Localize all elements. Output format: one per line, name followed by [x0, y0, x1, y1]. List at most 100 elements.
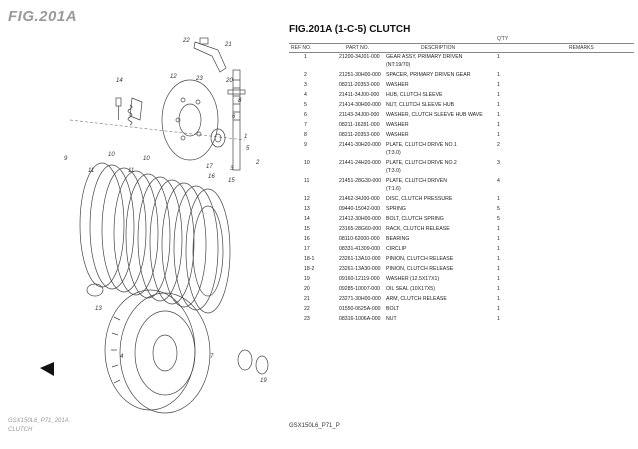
ref-cell: 3	[304, 82, 307, 88]
table-header: REF NO. PART NO. DESCRIPTION REMARKS	[289, 43, 634, 53]
callout-number: 7	[210, 354, 214, 360]
callout-number: 12	[170, 74, 177, 80]
qty-cell: 5	[497, 206, 500, 212]
description-cell: WASHER	[386, 82, 409, 88]
qty-cell: 1	[497, 236, 500, 242]
ref-cell: 17	[304, 246, 310, 252]
diagram-panel: FIG.201A	[0, 0, 285, 449]
callout-number: 6	[232, 114, 236, 120]
qty-cell: 1	[497, 276, 500, 282]
qty-cell: 1	[497, 296, 500, 302]
part-number-cell: 08110-62000-000	[339, 236, 380, 242]
callout-number: 5	[246, 146, 250, 152]
header-remarks: REMARKS	[569, 45, 594, 51]
qty-cell: 1	[497, 72, 500, 78]
qty-cell: 1	[497, 256, 500, 262]
part-number-cell: 09160-12119-000	[339, 276, 380, 282]
description-cell: HUB, CLUTCH SLEEVE	[386, 92, 443, 98]
part-number-cell: 21412-30H00-000	[339, 216, 381, 222]
description-cell: BOLT	[386, 306, 400, 312]
qty-header: Q'TY	[497, 36, 509, 42]
ref-cell: 21	[304, 296, 310, 302]
description-cell: NUT	[386, 316, 397, 322]
description-cell: PINION, CLUTCH RELEASE	[386, 266, 454, 272]
header-desc: DESCRIPTION	[421, 45, 456, 51]
description-cell: WASHER, CLUTCH SLEEVE HUB WAVE	[386, 112, 483, 118]
description-cell: PLATE, CLUTCH DRIVE NO.1	[386, 142, 457, 148]
description-note: (NT:19/70)	[386, 62, 411, 68]
part-number-cell: 23271-30H00-000	[339, 296, 381, 302]
part-number-cell: 09440-15042-000	[339, 206, 380, 212]
qty-cell: 1	[497, 286, 500, 292]
part-number-cell: 21200-34J01-000	[339, 54, 380, 60]
qty-cell: 2	[497, 142, 500, 148]
description-cell: WASHER	[386, 122, 409, 128]
ref-cell: 8	[304, 132, 307, 138]
ref-cell: 7	[304, 122, 307, 128]
description-note: (T:1.6)	[386, 186, 401, 192]
ref-cell: 2	[304, 72, 307, 78]
ref-cell: 11	[304, 178, 310, 184]
qty-cell: 1	[497, 92, 500, 98]
callout-number: 21	[224, 42, 232, 48]
callout-number: 20	[225, 78, 233, 84]
part-number-cell: 23165-28G60-000	[339, 226, 382, 232]
callout-number: 13	[95, 306, 102, 312]
callout-number: 3	[230, 166, 234, 172]
part-number-cell: 21441-24H20-000	[339, 160, 381, 166]
ref-cell: 5	[304, 102, 307, 108]
ref-cell: 6	[304, 112, 307, 118]
description-cell: PLATE, CLUTCH DRIVEN	[386, 178, 448, 184]
description-cell: OIL SEAL (10X17X5)	[386, 286, 435, 292]
ref-cell: 14	[304, 216, 310, 222]
qty-cell: 1	[497, 112, 500, 118]
description-note: (T:3.0)	[386, 150, 401, 156]
description-note: (T:3.0)	[386, 168, 401, 174]
ref-cell: 19	[304, 276, 310, 282]
ref-cell: 10	[304, 160, 310, 166]
callout-number: 23	[195, 76, 203, 82]
callout-number: 14	[116, 78, 123, 84]
qty-cell: 1	[497, 306, 500, 312]
figure-footer-code: GSX150L6_P71_201A	[8, 418, 69, 424]
part-number-cell: 23261-13A10-000	[339, 256, 381, 262]
figure-label: FIG.201A	[8, 8, 78, 25]
part-number-cell: 08211-20353-000	[339, 82, 380, 88]
callout-number: 15	[228, 178, 235, 184]
qty-cell: 1	[497, 316, 500, 322]
callout-number: 19	[260, 378, 267, 384]
callout-number: 17	[206, 164, 213, 170]
description-cell: SPACER, PRIMARY DRIVEN GEAR	[386, 72, 471, 78]
part-number-cell: 21411-34J00-000	[339, 92, 380, 98]
qty-cell: 1	[497, 266, 500, 272]
description-cell: SPRING	[386, 206, 406, 212]
header-ref: REF NO.	[291, 45, 312, 51]
description-cell: RACK, CLUTCH RELEASE	[386, 226, 450, 232]
ref-cell: 18-2	[304, 266, 315, 272]
parts-title: FIG.201A (1-C-5) CLUTCH	[289, 24, 411, 35]
callout-number: 10	[143, 156, 150, 162]
description-cell: NUT, CLUTCH SLEEVE HUB	[386, 102, 455, 108]
ref-cell: 23	[304, 316, 310, 322]
ref-cell: 15	[304, 226, 310, 232]
part-number-cell: 08211-20353-000	[339, 132, 380, 138]
qty-cell: 1	[497, 132, 500, 138]
parts-list-panel: FIG.201A (1-C-5) CLUTCH Q'TY REF NO. PAR…	[289, 0, 634, 449]
part-number-cell: 21414-30H00-000	[339, 102, 381, 108]
qty-cell: 1	[497, 122, 500, 128]
ref-cell: 18-1	[304, 256, 315, 262]
